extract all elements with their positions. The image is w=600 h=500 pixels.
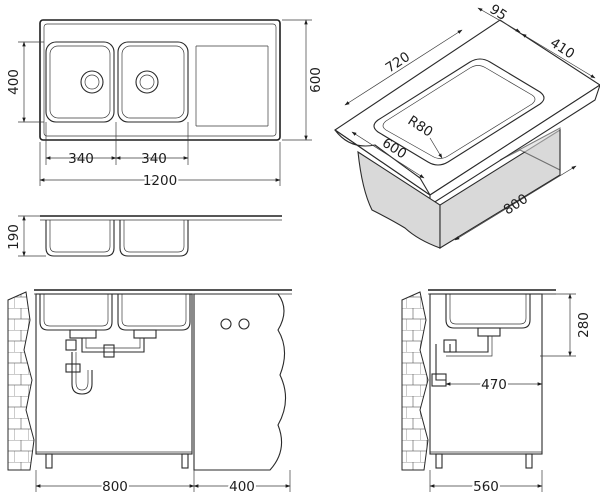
main-cabinet [35,293,193,455]
perspective-length-label: 720 [383,49,413,76]
install-right-bowl [117,294,191,331]
side-knob-left-icon [220,318,232,330]
perspective-view: 720 95 410 R80 600 800 [334,1,600,249]
left-bowl-section [45,220,115,257]
brick-wall-right [401,291,429,471]
side-install-cabinet-label: 560 [473,479,499,495]
front-section: 190 [6,215,282,257]
right-drain-icon [135,70,159,94]
front-install-side-cabinet-label: 400 [229,479,255,495]
side-drain-distance-label: 470 [481,377,507,393]
right-bowl [117,41,189,123]
front-installation: 800 400 [7,289,292,497]
left-drain-icon [80,70,104,94]
perspective-overhang-label: 95 [487,1,510,24]
plan-width-label: 1200 [143,173,177,189]
right-bowl-section [119,220,189,257]
drain-plumbing [65,329,157,395]
plan-depth-label: 600 [308,67,324,93]
left-bowl-inner [49,45,111,119]
install-left-bowl [39,294,113,331]
perspective-bowl [373,58,545,166]
side-cabinet-box [429,293,543,455]
left-bowl [45,41,115,123]
side-installation: 280 470 560 [401,289,592,497]
front-height-label: 190 [6,224,22,250]
side-cabinet [193,293,287,471]
sink-plate-outline [39,19,281,141]
plan-view: 600 400 340 340 1200 [6,19,324,191]
side-drain-height-label: 280 [576,312,592,338]
side-knob-right-icon [238,318,250,330]
front-install-cabinet-label: 800 [102,479,128,495]
right-bowl-inner [121,45,185,119]
side-drain-plumbing [431,327,501,387]
drainboard-ribs [195,45,269,127]
plan-bowl-depth-label: 400 [6,69,22,95]
brick-wall-left [7,291,35,471]
plan-bowl-left-label: 340 [68,151,94,167]
side-bowl [445,294,531,329]
sink-plate-inner-edge [43,23,277,137]
plan-bowl-right-label: 340 [141,151,167,167]
